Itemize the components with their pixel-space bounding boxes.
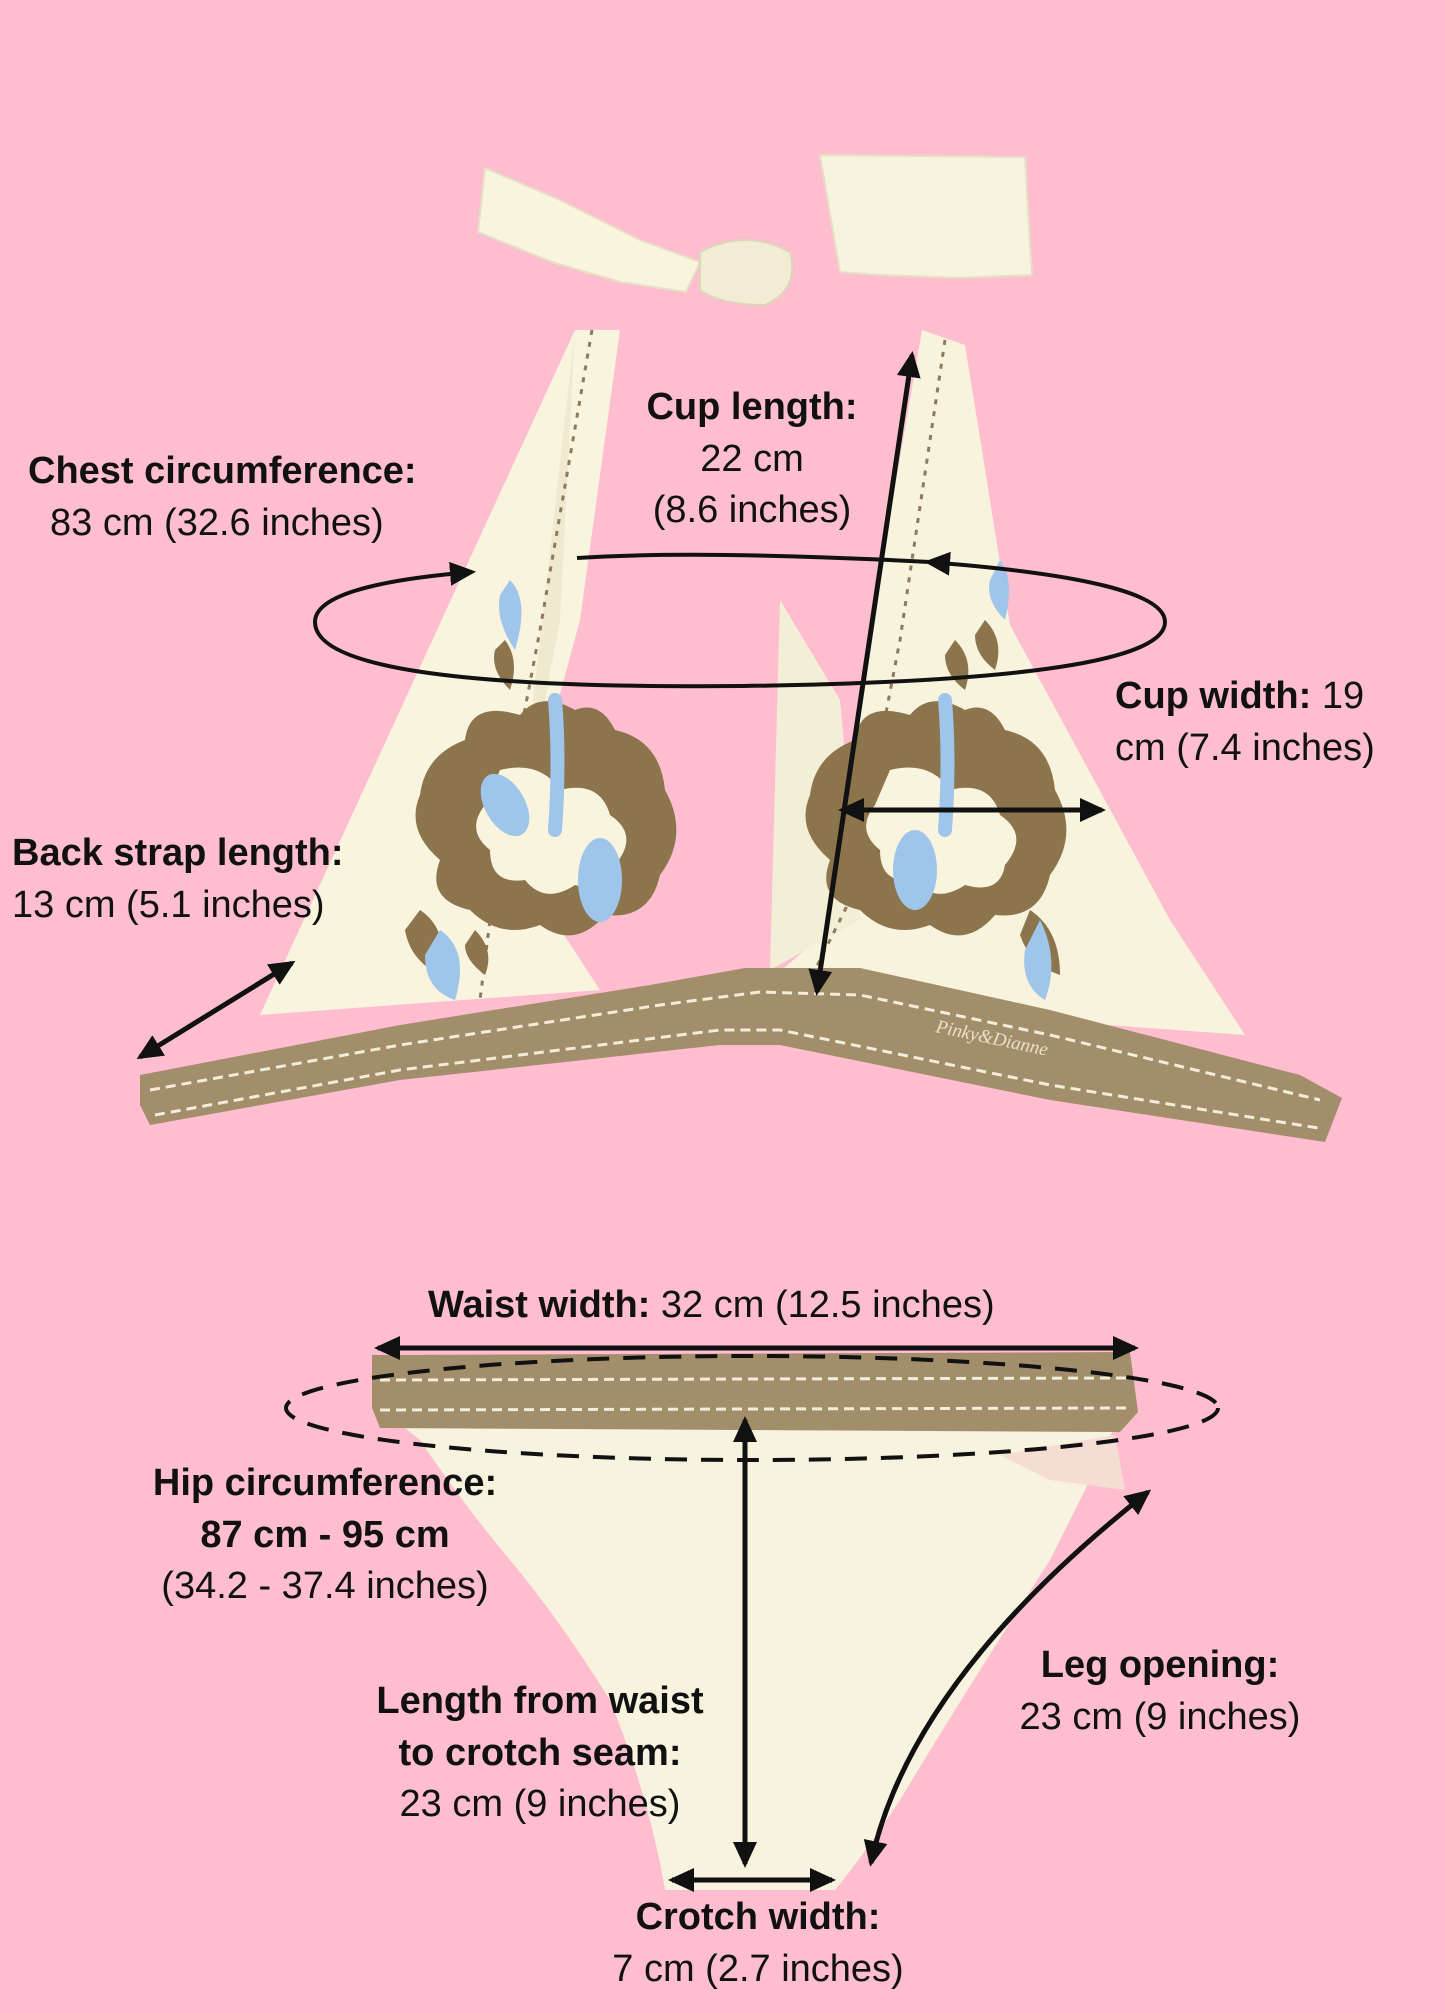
chest-ellipse-line [312,551,1168,689]
halter-tie [476,153,1034,307]
cup-width-label: Cup width: 19 cm (7.4 inches) [1115,671,1375,774]
cup-length-title: Cup length: [646,386,858,428]
cup-width-title: Cup width: [1115,675,1312,717]
leg-opening-arrow [863,1489,1152,1867]
cup-length-label: Cup length: 22 cm (8.6 inches) [617,382,887,537]
crotch-width-label: Crotch width: 7 cm (2.7 inches) [568,1892,948,1995]
leg-opening-title: Leg opening: [1040,1644,1280,1686]
chest-value: 83 cm (32.6 inches) [50,501,384,544]
cup-length-value: 22 cm [700,437,804,480]
waist-width-label: Waist width: 32 cm (12.5 inches) [428,1280,995,1332]
length-crotch-title-2: to crotch seam: [398,1731,682,1774]
hibiscus-left [405,580,677,1000]
back-strap-label: Back strap length: 13 cm (5.1 inches) [12,828,344,931]
crotch-width-value: 7 cm (2.7 inches) [612,1947,904,1990]
hip-value-cm: 87 cm - 95 cm [200,1513,450,1556]
cup-length-value-inches: (8.6 inches) [652,489,852,532]
back-strap-value: 13 cm (5.1 inches) [12,883,325,926]
hip-value-inches: (34.2 - 37.4 inches) [161,1565,489,1608]
cup-width-value-inline: 19 [1311,675,1365,717]
leg-opening-label: Leg opening: 23 cm (9 inches) [990,1640,1330,1743]
cup-width-value: cm (7.4 inches) [1115,726,1375,769]
crotch-width-title: Crotch width: [635,1896,881,1938]
length-crotch-value: 23 cm (9 inches) [399,1783,681,1826]
back-strap-arrow [136,960,296,1060]
back-strap-title: Back strap length: [12,832,344,874]
leg-opening-value: 23 cm (9 inches) [1019,1695,1301,1738]
waist-value: 32 cm (12.5 inches) [650,1284,995,1326]
waist-title: Waist width: [428,1284,651,1326]
cup-length-arrow [808,351,921,996]
chest-front-line [576,552,931,564]
chest-circumference-label: Chest circumference: 83 cm (32.6 inches) [28,446,417,549]
hip-circumference-label: Hip circumference: 87 cm - 95 cm (34.2 -… [110,1458,540,1613]
length-crotch-title-1: Length from waist [376,1680,704,1722]
hip-title: Hip circumference: [152,1462,498,1504]
chest-title: Chest circumference: [28,450,417,492]
length-to-crotch-label: Length from waist to crotch seam: 23 cm … [340,1676,740,1831]
measurement-lines [136,351,1220,1892]
